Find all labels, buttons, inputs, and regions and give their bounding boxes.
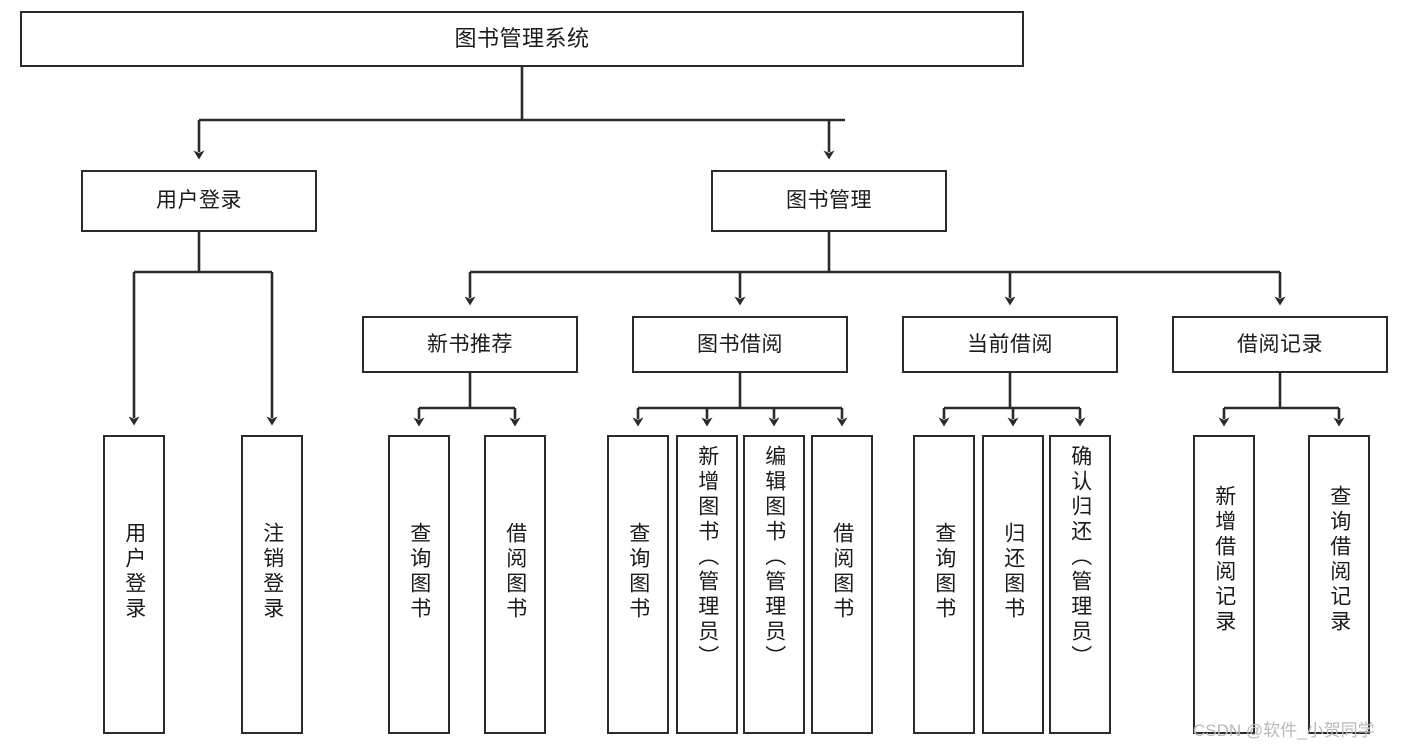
node-leaf-add-book-admin-label: 新增图书（管理员） — [695, 445, 719, 670]
node-leaf-edit-book-admin-label: 编辑图书（管理员） — [762, 445, 786, 670]
node-book-management-label: 图书管理 — [786, 189, 872, 213]
node-leaf-borrow-book-recommend[interactable]: 借阅图书 — [484, 435, 546, 734]
node-leaf-return-book[interactable]: 归还图书 — [982, 435, 1044, 734]
node-leaf-confirm-return-admin-label: 确认归还（管理员） — [1068, 445, 1092, 670]
node-leaf-edit-book-admin[interactable]: 编辑图书（管理员） — [743, 435, 805, 734]
node-book-management[interactable]: 图书管理 — [711, 170, 947, 232]
node-leaf-user-login[interactable]: 用户登录 — [103, 435, 165, 734]
node-root[interactable]: 图书管理系统 — [20, 11, 1024, 67]
node-leaf-borrow-book[interactable]: 借阅图书 — [811, 435, 873, 734]
node-leaf-borrow-book-recommend-label: 借阅图书 — [503, 522, 527, 622]
node-book-borrow-label: 图书借阅 — [697, 332, 783, 356]
node-leaf-query-borrow-record[interactable]: 查询借阅记录 — [1308, 435, 1370, 734]
node-current-borrow[interactable]: 当前借阅 — [902, 316, 1118, 373]
node-leaf-query-book-current-label: 查询图书 — [932, 522, 956, 622]
node-leaf-user-login-label: 用户登录 — [122, 522, 146, 622]
node-leaf-query-book-borrow[interactable]: 查询图书 — [607, 435, 669, 734]
node-borrow-record[interactable]: 借阅记录 — [1172, 316, 1388, 373]
node-borrow-record-label: 借阅记录 — [1237, 332, 1323, 356]
node-leaf-query-book-borrow-label: 查询图书 — [626, 522, 650, 622]
node-leaf-user-logout[interactable]: 注销登录 — [241, 435, 303, 734]
node-current-borrow-label: 当前借阅 — [967, 332, 1053, 356]
node-user-login[interactable]: 用户登录 — [81, 170, 317, 232]
node-new-book-recommend[interactable]: 新书推荐 — [362, 316, 578, 373]
node-leaf-add-borrow-record[interactable]: 新增借阅记录 — [1193, 435, 1255, 734]
node-user-login-label: 用户登录 — [156, 189, 242, 213]
node-book-borrow[interactable]: 图书借阅 — [632, 316, 848, 373]
node-root-label: 图书管理系统 — [454, 25, 590, 51]
node-leaf-add-book-admin[interactable]: 新增图书（管理员） — [676, 435, 738, 734]
watermark-text: CSDN @软件_小贺同学 — [1193, 721, 1375, 740]
node-leaf-user-logout-label: 注销登录 — [260, 522, 284, 622]
node-leaf-query-book-recommend-label: 查询图书 — [407, 522, 431, 622]
node-leaf-query-book-recommend[interactable]: 查询图书 — [388, 435, 450, 734]
node-leaf-query-book-current[interactable]: 查询图书 — [913, 435, 975, 734]
node-new-book-recommend-label: 新书推荐 — [427, 332, 513, 356]
node-leaf-borrow-book-label: 借阅图书 — [830, 522, 854, 622]
node-leaf-query-borrow-record-label: 查询借阅记录 — [1327, 485, 1351, 635]
node-leaf-add-borrow-record-label: 新增借阅记录 — [1212, 485, 1236, 635]
node-leaf-confirm-return-admin[interactable]: 确认归还（管理员） — [1049, 435, 1111, 734]
node-leaf-return-book-label: 归还图书 — [1001, 522, 1025, 622]
